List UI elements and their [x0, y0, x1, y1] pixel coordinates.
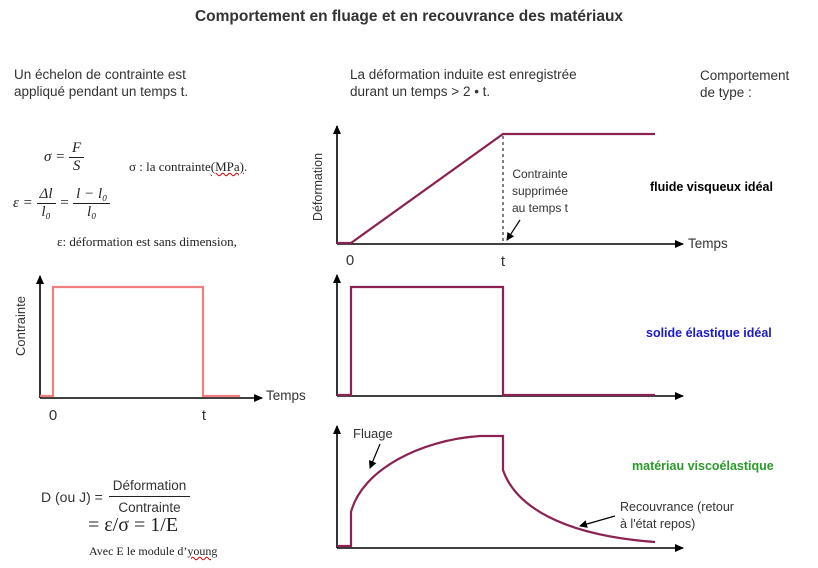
input-y-label: Contrainte: [13, 296, 28, 356]
graph1-y-label: Déformation: [311, 153, 325, 221]
graph1-x-label: Temps: [688, 236, 728, 251]
stress-formula: σ = F S: [44, 140, 85, 175]
fluid-response-graph: Déformation Temps 0 t Contrainte supprim…: [311, 125, 728, 270]
stress-denominator: S: [72, 158, 81, 174]
input-tick-t: t: [202, 407, 207, 424]
stress-description: σ : la contrainte(MPa).: [129, 159, 247, 175]
stress-description-prefix: σ : la contrainte: [129, 159, 211, 174]
graph1-annotation-line2: supprimée: [512, 184, 568, 198]
strain-equals: =: [59, 194, 70, 211]
graph1-annotation-line1: Contrainte: [512, 167, 568, 181]
page-title: Comportement en fluage et en recouvrance…: [194, 8, 624, 25]
young-note-prefix: Avec E le module d’: [89, 544, 188, 558]
viscoelastic-behavior-label: matériau viscoélastique: [632, 459, 774, 473]
fluage-label: Fluage: [353, 426, 393, 441]
strain-formula-lhs: ε =: [13, 194, 33, 211]
strain-fraction-2: l − l₀ l₀: [73, 186, 111, 221]
solid-response-graph: [333, 274, 684, 400]
compliance-numerator: Déformation: [108, 478, 191, 497]
young-modulus-note: Avec E le module d’young: [89, 544, 217, 559]
graph1-annotation-arrow: [506, 219, 521, 241]
young-note-word: young: [187, 544, 218, 558]
graph1-annotation-line3: au temps t: [512, 201, 569, 215]
right-header-line2: de type :: [700, 85, 752, 100]
strain-denominator-2: l₀: [87, 204, 97, 220]
strain-denominator-1: l₀: [41, 204, 51, 220]
strain-formula: ε = Δl l₀ = l − l₀ l₀: [13, 186, 111, 221]
compliance-formula: D (ou J) = Déformation Contrainte: [41, 478, 191, 515]
middle-column-header: La déformation induite est enregistrée d…: [350, 66, 577, 100]
solid-behavior-label: solide élastique idéal: [646, 326, 772, 340]
graph1-tick-t: t: [501, 253, 506, 270]
middle-header-line1: La déformation induite est enregistrée: [350, 67, 577, 82]
stress-formula-lhs: σ =: [44, 148, 66, 165]
input-stress-step-curve: [40, 285, 240, 398]
middle-header-line2: durant un temps > 2 • t.: [350, 84, 491, 99]
stress-fraction: F S: [69, 140, 85, 175]
compliance-fraction: Déformation Contrainte: [108, 478, 191, 515]
recouvrance-label-line2: à l'état repos): [620, 517, 695, 531]
compliance-lhs: D (ou J) =: [41, 488, 103, 505]
solid-deformation-curve: [337, 285, 655, 397]
right-column-header: Comportement de type :: [700, 67, 789, 101]
stress-unit: (MPa): [210, 159, 244, 174]
compliance-denominator: Contrainte: [118, 500, 181, 515]
recouvrance-label-line1: Recouvrance (retour: [620, 500, 734, 514]
input-stress-graph: Contrainte Temps 0 t: [13, 275, 306, 424]
left-header-line2: appliqué pendant un temps t.: [14, 84, 189, 99]
stress-description-suffix: .: [243, 159, 248, 174]
compliance-result: = ε/σ = 1/E: [88, 514, 179, 536]
strain-description: ε: déformation est sans dimension,: [57, 234, 237, 249]
strain-fraction-1: Δl l₀: [36, 186, 56, 221]
fluage-arrow: [369, 443, 381, 469]
recouvrance-arrow: [579, 515, 616, 528]
right-header-line1: Comportement: [700, 68, 790, 83]
viscoelastic-response-graph: Fluage Recouvrance (retour à l'état repo…: [333, 425, 734, 552]
left-header-line1: Un échelon de contrainte est: [14, 67, 186, 82]
strain-numerator-2: l − l₀: [73, 186, 111, 204]
viscoelastic-deformation-curve: [337, 434, 656, 548]
input-x-label: Temps: [266, 388, 306, 403]
left-column-header: Un échelon de contrainte est appliqué pe…: [14, 66, 188, 100]
fluid-deformation-curve: [337, 132, 655, 245]
stress-numerator: F: [69, 140, 85, 158]
strain-numerator-1: Δl: [36, 186, 56, 204]
graph1-tick-0: 0: [346, 252, 354, 269]
fluid-behavior-label: fluide visqueux idéal: [650, 180, 773, 194]
input-tick-0: 0: [49, 407, 57, 424]
